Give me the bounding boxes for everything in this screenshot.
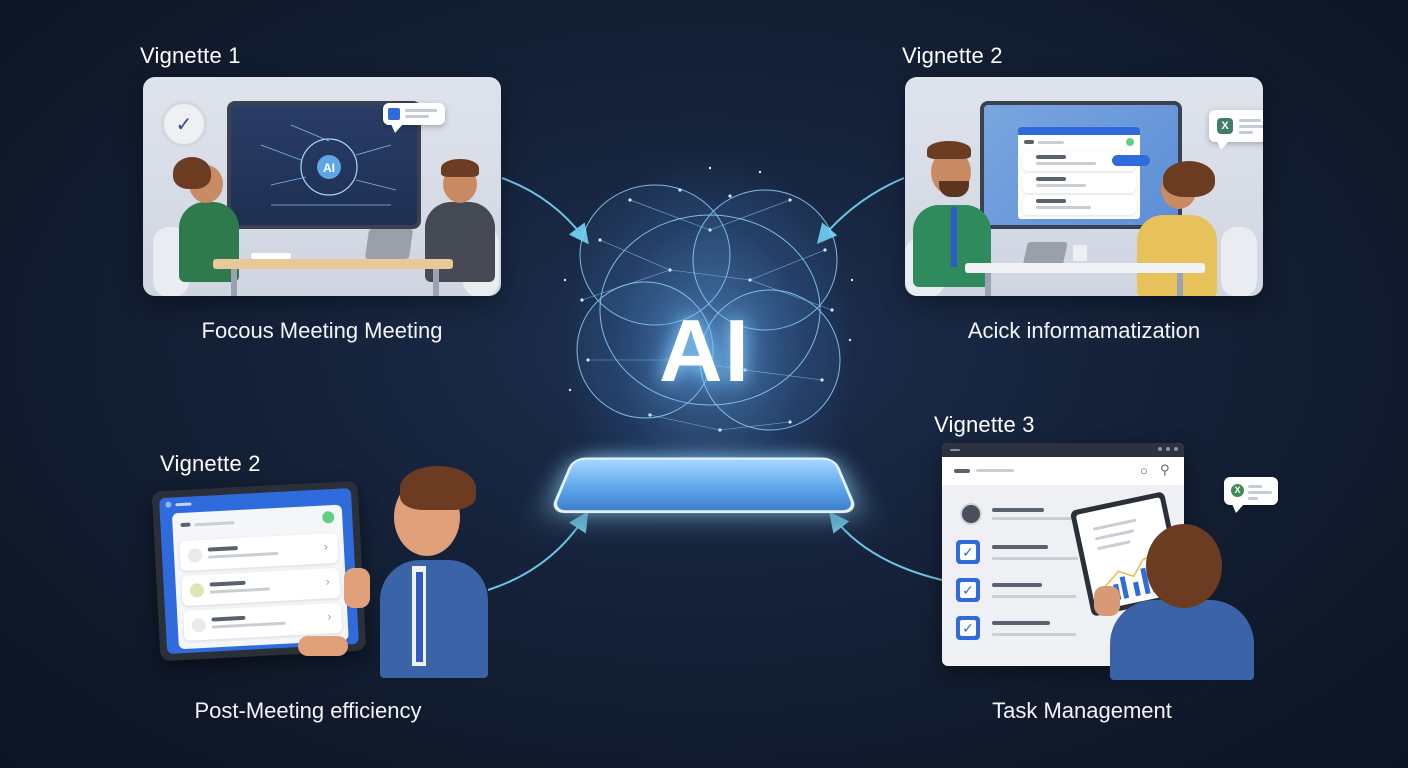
task-checkbox[interactable]: ✓ bbox=[956, 578, 980, 602]
meeting-table bbox=[213, 259, 453, 269]
wall-monitor bbox=[980, 101, 1182, 229]
excel-icon: X bbox=[1231, 484, 1244, 497]
person-woman bbox=[179, 202, 239, 282]
arrow-postmeeting-to-ai bbox=[487, 511, 589, 591]
arrow-task-to-ai bbox=[829, 511, 943, 581]
arrow-vignette2-to-ai bbox=[816, 177, 905, 245]
vignette-2-title: Vignette 2 bbox=[902, 43, 1003, 68]
check-icon: ✓ bbox=[960, 582, 976, 598]
vignette-2-scene: X bbox=[905, 77, 1263, 296]
chat-bubble-checkbox bbox=[383, 103, 445, 133]
tablet-list-item: › bbox=[181, 567, 341, 607]
neural-network-cloud-icon bbox=[563, 166, 854, 432]
check-icon: ✓ bbox=[960, 544, 976, 560]
window-titlebar bbox=[942, 443, 1184, 457]
excel-icon: X bbox=[1217, 118, 1233, 134]
vignette-2-caption: Acick informamatization bbox=[967, 318, 1201, 343]
arrow-vignette1-to-ai bbox=[501, 177, 589, 245]
coffee-cup bbox=[1073, 245, 1087, 261]
action-button-pill bbox=[1112, 155, 1150, 166]
vignette-3-title: Vignette 3 bbox=[934, 412, 1035, 437]
svg-text:AI: AI bbox=[323, 161, 335, 175]
laptop bbox=[364, 229, 414, 259]
chat-bubble-excel: X bbox=[1224, 477, 1278, 513]
vignette-1-scene: ✓ AI bbox=[143, 77, 501, 296]
search-icon: ⚲ bbox=[1160, 462, 1170, 477]
clock-check-icon: ✓ bbox=[161, 101, 207, 147]
meeting-table bbox=[965, 263, 1205, 273]
vignette-3-caption: Task Management bbox=[992, 698, 1172, 723]
task-checkbox[interactable]: ✓ bbox=[956, 616, 980, 640]
ai-hub-platform bbox=[549, 457, 859, 514]
app-window bbox=[1018, 127, 1140, 219]
vignette-1-title: Vignette 1 bbox=[140, 43, 241, 68]
chat-bubble-excel: X bbox=[1209, 110, 1263, 150]
task-checkbox[interactable]: ✓ bbox=[956, 540, 980, 564]
notepad bbox=[251, 253, 291, 259]
ai-network-graphic-icon: AI bbox=[260, 124, 397, 206]
ai-hub-label: AI bbox=[659, 301, 751, 400]
user-icon: ○ bbox=[1140, 463, 1148, 478]
tablet-device: › › › bbox=[151, 480, 367, 662]
checkbox-icon bbox=[388, 108, 400, 120]
vignette-postmeeting-title: Vignette 2 bbox=[160, 451, 261, 476]
vignette-postmeeting-caption: Post-Meeting efficiency bbox=[194, 698, 422, 723]
check-icon: ✓ bbox=[960, 620, 976, 636]
vignette-1-caption: Focous Meeting Meeting bbox=[201, 318, 443, 343]
tablet-list-item: › bbox=[179, 532, 339, 572]
